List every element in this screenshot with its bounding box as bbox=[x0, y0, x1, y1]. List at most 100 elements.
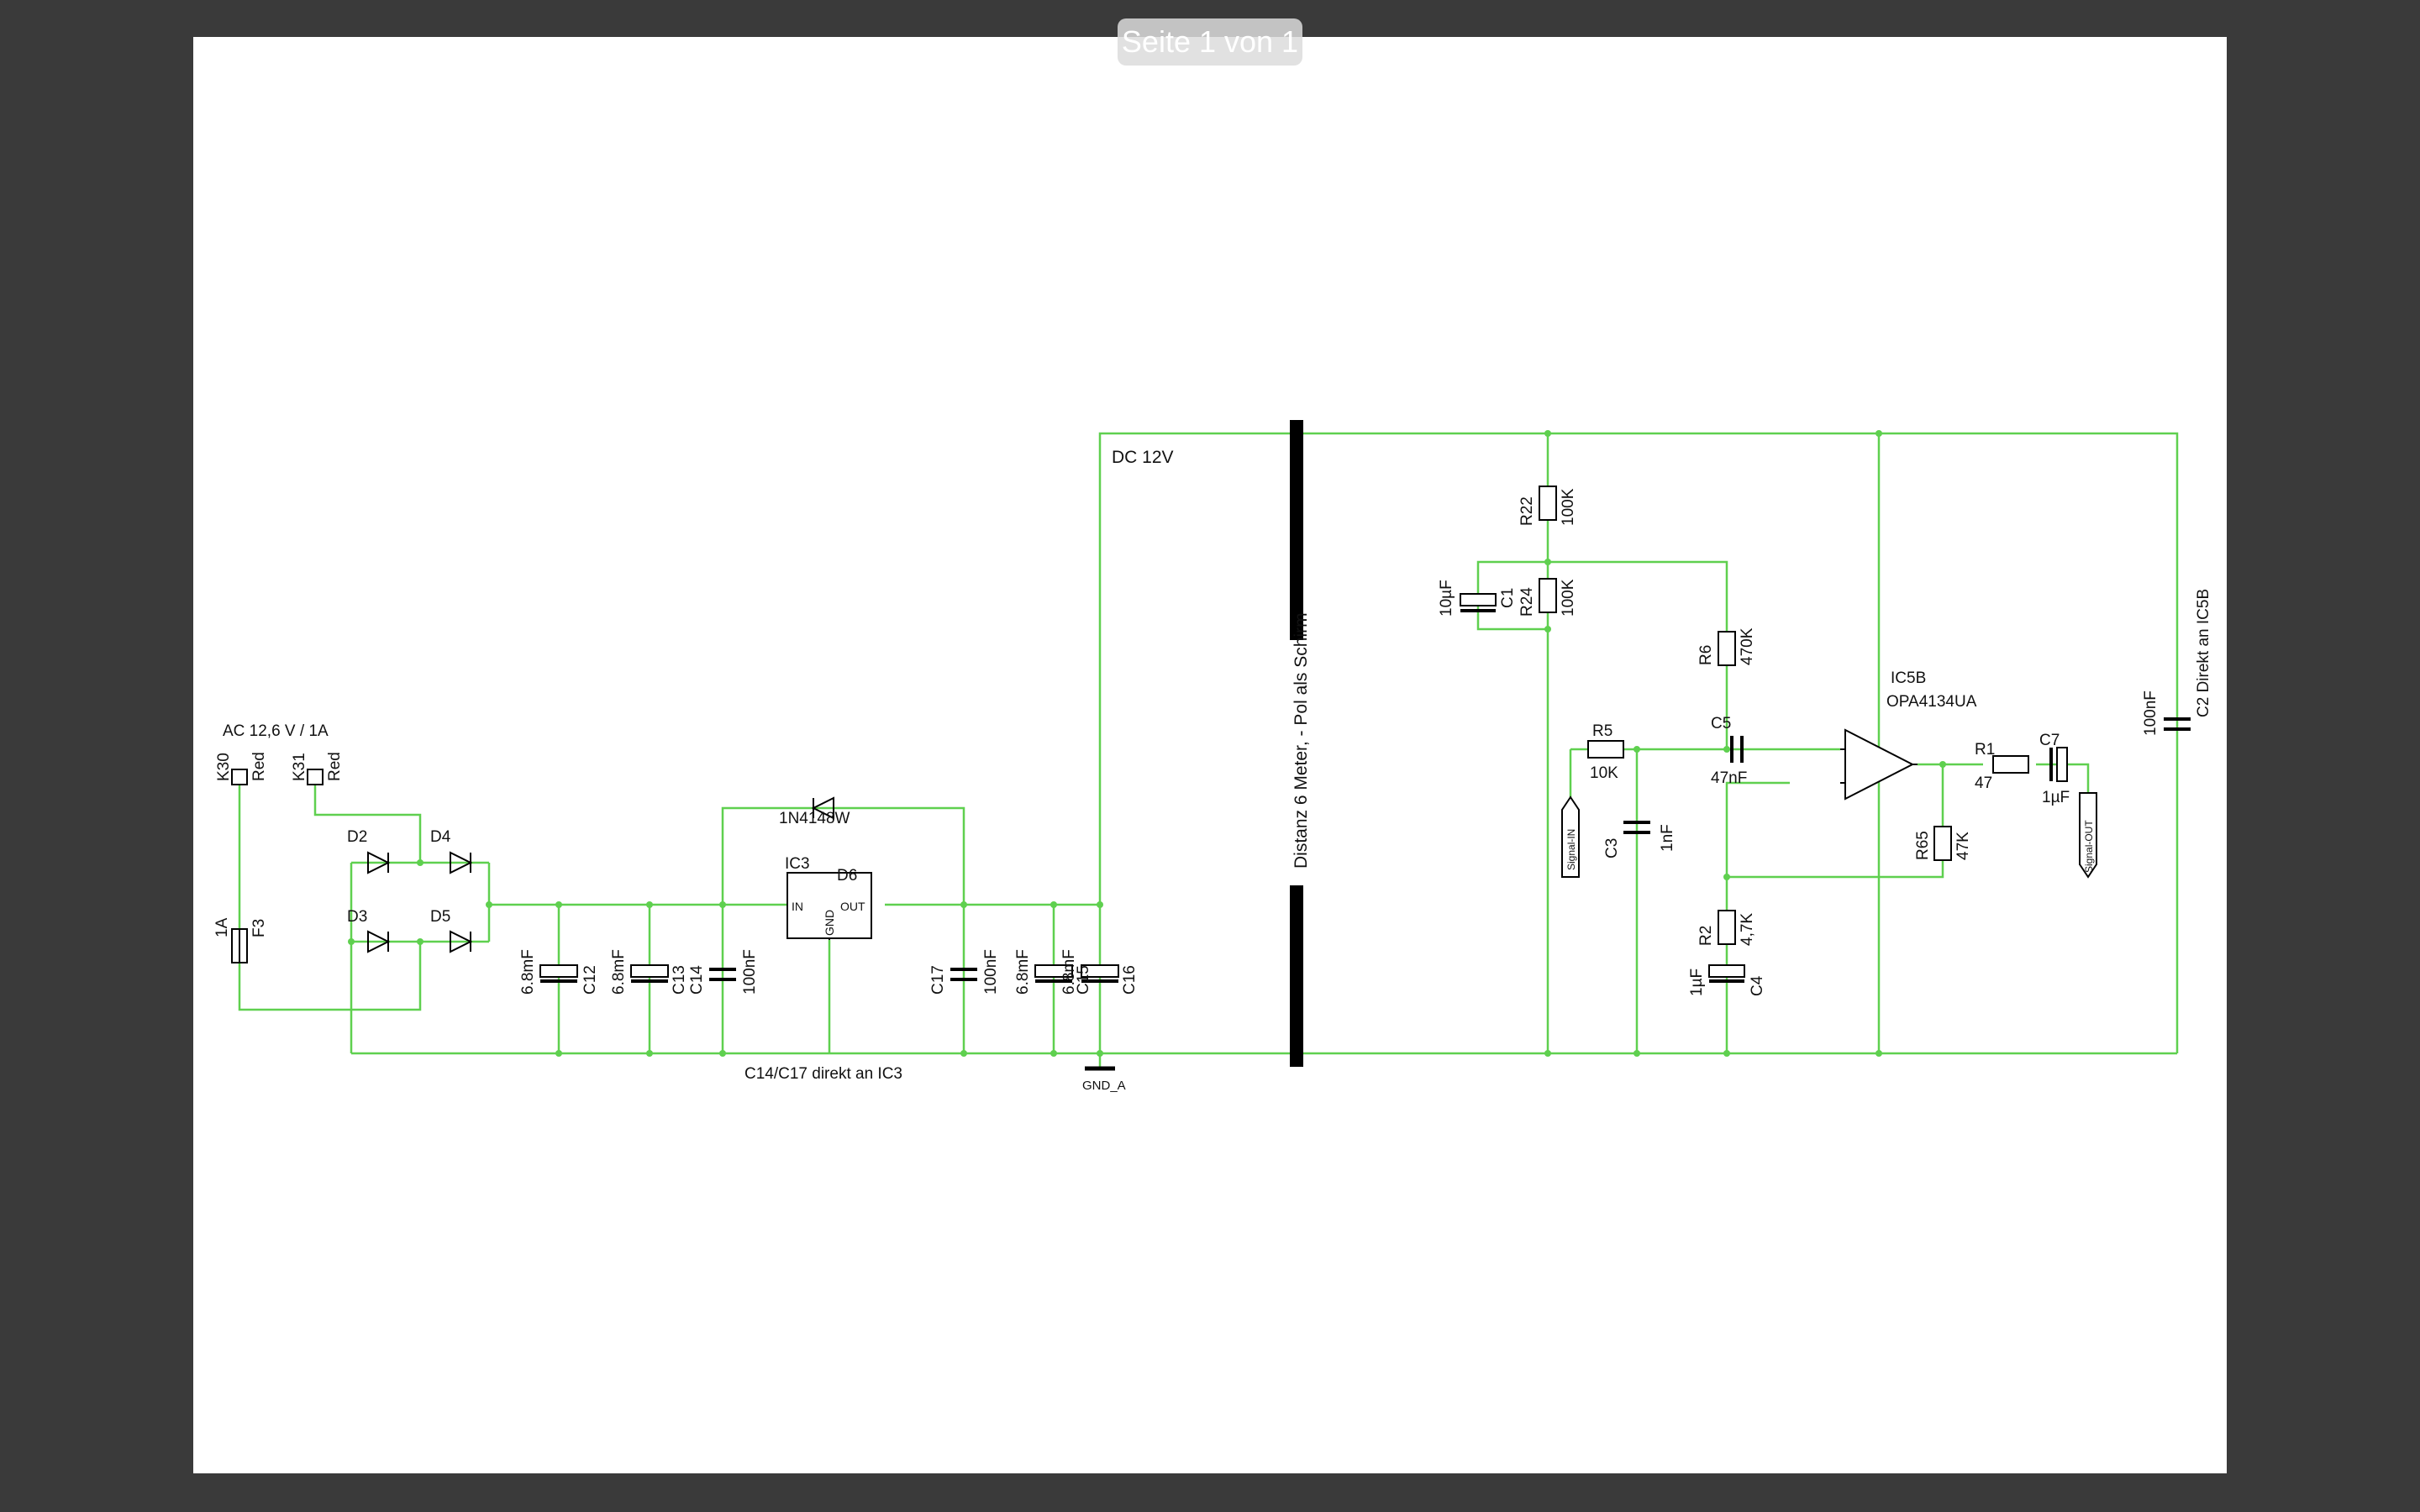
label-d6: D6 bbox=[837, 867, 857, 885]
signal-out-port[interactable] bbox=[2079, 792, 2097, 879]
label-r1-val: 47 bbox=[1975, 774, 1992, 792]
capacitor-c2[interactable] bbox=[2164, 717, 2191, 731]
label-d2: D2 bbox=[347, 828, 367, 846]
label-c14: C14 bbox=[688, 965, 706, 995]
k30-connector[interactable] bbox=[231, 769, 248, 785]
label-c1: C1 bbox=[1499, 588, 1517, 608]
diode-d6[interactable] bbox=[811, 796, 834, 820]
label-c7-val: 1µF bbox=[2042, 789, 2070, 806]
capacitor-c3[interactable] bbox=[1623, 821, 1650, 834]
label-c17: C17 bbox=[929, 965, 947, 995]
label-r65-val: 47K bbox=[1954, 832, 1972, 860]
resistor-r5[interactable] bbox=[1587, 740, 1624, 759]
diode-d2[interactable] bbox=[367, 851, 391, 874]
label-k30: K30 bbox=[215, 753, 233, 781]
label-c7: C7 bbox=[2039, 732, 2060, 749]
k31-connector[interactable] bbox=[307, 769, 324, 785]
capacitor-c13[interactable] bbox=[630, 964, 669, 978]
opamp-ic5b[interactable] bbox=[1844, 728, 1915, 801]
label-c12: C12 bbox=[581, 965, 599, 995]
label-c15: C15 bbox=[1075, 965, 1092, 995]
label-c17-val: 100nF bbox=[982, 949, 1000, 995]
diode-d4[interactable] bbox=[450, 851, 473, 874]
label-c13-val: 6.8mF bbox=[610, 949, 628, 995]
wires bbox=[238, 432, 2179, 1068]
capacitor-c15[interactable] bbox=[1034, 964, 1073, 978]
page-indicator: Seite 1 von 1 bbox=[1118, 18, 1302, 66]
label-r65: R65 bbox=[1914, 831, 1932, 860]
label-r22-val: 100K bbox=[1560, 488, 1577, 526]
label-c5-val: 47nF bbox=[1711, 769, 1747, 787]
schematic-drawing: AC 12,6 V / 1A K30 Red K31 Red 1A F3 D2 … bbox=[213, 420, 2212, 1093]
components bbox=[231, 420, 2191, 1071]
label-ic3: IC3 bbox=[785, 855, 810, 873]
regulator-ic3[interactable] bbox=[786, 872, 872, 939]
label-r2: R2 bbox=[1697, 926, 1715, 946]
label-c2-note: C2 Direkt an IC5B bbox=[2195, 589, 2212, 717]
capacitor-c14[interactable] bbox=[709, 968, 736, 981]
shield-bar-top bbox=[1290, 420, 1303, 640]
label-d3: D3 bbox=[347, 908, 367, 926]
label-ac-input: AC 12,6 V / 1A bbox=[223, 722, 329, 740]
label-c12-val: 6.8mF bbox=[519, 949, 537, 995]
label-ic3-out: OUT bbox=[840, 900, 865, 913]
capacitor-c1[interactable] bbox=[1460, 593, 1497, 606]
label-c2-val: 100nF bbox=[2142, 690, 2160, 736]
resistor-r6[interactable] bbox=[1718, 631, 1736, 666]
label-c3: C3 bbox=[1603, 838, 1621, 858]
capacitor-c12[interactable] bbox=[539, 964, 578, 978]
shield-bar-bottom bbox=[1290, 885, 1303, 1067]
resistor-r1[interactable] bbox=[1992, 755, 2029, 774]
label-r5-val: 10K bbox=[1590, 764, 1618, 782]
resistor-r65[interactable] bbox=[1933, 826, 1952, 861]
label-c15-val: 6.8mF bbox=[1014, 949, 1032, 995]
label-gnd: GND_A bbox=[1082, 1079, 1126, 1093]
junction-dots bbox=[348, 430, 1946, 1057]
resistor-r24[interactable] bbox=[1539, 578, 1557, 613]
label-ic5b: IC5B bbox=[1891, 669, 1926, 687]
label-r24: R24 bbox=[1518, 587, 1536, 617]
capacitor-c16[interactable] bbox=[1081, 964, 1119, 978]
label-dc-12v: DC 12V bbox=[1112, 448, 1174, 467]
diode-d3[interactable] bbox=[367, 930, 391, 953]
pdf-page: AC 12,6 V / 1A K30 Red K31 Red 1A F3 D2 … bbox=[193, 37, 2227, 1473]
label-c4-val: 1µF bbox=[1688, 969, 1706, 996]
capacitor-c17[interactable] bbox=[950, 968, 977, 981]
label-r6: R6 bbox=[1697, 645, 1715, 665]
label-r6-val: 470K bbox=[1739, 627, 1756, 665]
signal-in-port[interactable] bbox=[1561, 795, 1580, 878]
label-f3: F3 bbox=[250, 919, 268, 937]
label-k31: K31 bbox=[291, 753, 308, 781]
resistor-r2[interactable] bbox=[1718, 910, 1736, 945]
label-ic3-gnd: GND bbox=[823, 910, 836, 936]
label-c13: C13 bbox=[671, 965, 688, 995]
label-c16: C16 bbox=[1121, 965, 1139, 995]
label-c5: C5 bbox=[1711, 715, 1731, 732]
label-k31-val: Red bbox=[326, 752, 344, 781]
label-d6-value: 1N4148W bbox=[779, 810, 850, 827]
label-ic3-in: IN bbox=[792, 900, 803, 913]
capacitor-c7[interactable] bbox=[2049, 747, 2068, 782]
label-c3-val: 1nF bbox=[1659, 824, 1676, 852]
label-note-c14-c17: C14/C17 direkt an IC3 bbox=[744, 1065, 902, 1083]
label-f3-val: 1A bbox=[213, 917, 231, 937]
label-c1-val: 10µF bbox=[1438, 580, 1455, 617]
capacitor-c5[interactable] bbox=[1730, 736, 1744, 763]
label-c14-val: 100nF bbox=[741, 949, 759, 995]
label-r24-val: 100K bbox=[1560, 579, 1577, 617]
resistor-r22[interactable] bbox=[1539, 486, 1557, 521]
label-r22: R22 bbox=[1518, 496, 1536, 526]
label-ic5b-val: OPA4134UA bbox=[1886, 693, 1977, 711]
label-c16-val: 6.8mF bbox=[1060, 949, 1078, 995]
label-r2-val: 4,7K bbox=[1739, 913, 1756, 946]
label-r5: R5 bbox=[1592, 722, 1612, 740]
label-signal-out: Signal-OUT bbox=[2083, 820, 2095, 873]
capacitor-c4[interactable] bbox=[1708, 964, 1745, 978]
label-shield-distance: Distanz 6 Meter, - Pol als Schirm bbox=[1292, 612, 1311, 869]
label-d5: D5 bbox=[430, 908, 450, 926]
label-r1: R1 bbox=[1975, 741, 1995, 759]
label-signal-in: Signal-IN bbox=[1565, 829, 1577, 870]
label-c4: C4 bbox=[1749, 975, 1766, 996]
diode-d5[interactable] bbox=[450, 930, 473, 953]
label-k30-val: Red bbox=[250, 752, 268, 781]
